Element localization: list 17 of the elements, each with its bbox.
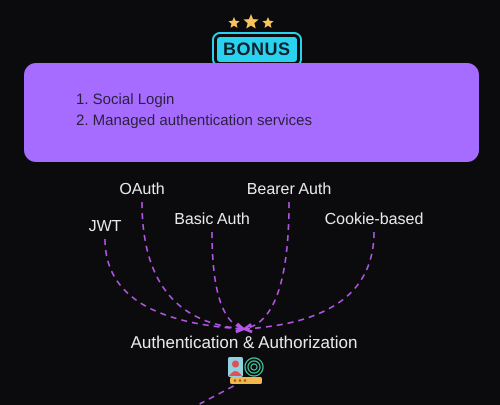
list-item: 1. Social Login — [76, 90, 176, 110]
method-label: OAuth — [112, 180, 172, 200]
id-fingerprint-icon — [226, 356, 264, 386]
dashed-connector — [243, 202, 290, 332]
dashed-connector — [104, 238, 245, 334]
dashed-connector — [141, 202, 245, 333]
dashed-connector — [199, 385, 234, 405]
method-label: Cookie-based — [318, 210, 430, 230]
list-item: 2. Managed authentication services — [76, 111, 313, 131]
method-label: Bearer Auth — [240, 180, 338, 200]
topic-label: Authentication & Authorization — [118, 333, 370, 353]
dashed-connector — [243, 232, 375, 334]
method-label: JWT — [88, 217, 122, 237]
badge-label: BONUS — [214, 34, 300, 65]
method-label: Basic Auth — [166, 210, 258, 230]
info-panel — [24, 63, 479, 162]
dashed-connector — [211, 232, 245, 331]
